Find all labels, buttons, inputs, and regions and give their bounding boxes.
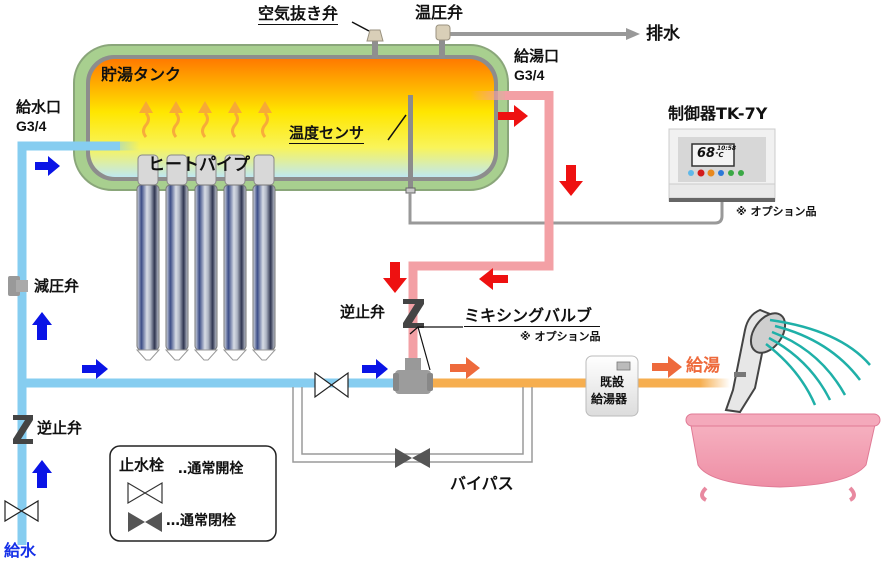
heat-pipes [135,154,277,361]
legend-box [109,445,277,542]
arrow-right-icon [652,356,682,378]
mixing-valve[interactable] [393,358,433,394]
hot-supply-label: 給湯 [686,356,720,376]
heat-pipe-1 [135,154,161,361]
arrow-up-icon [32,312,52,340]
tank-label: 貯湯タンク [101,65,182,84]
hot-water-pipe [408,91,554,362]
air-vent-valve-label: 空気抜き弁 [258,4,339,25]
arrow-up-icon [32,460,52,488]
existing-heater-label-line2: 給湯器 [591,392,628,406]
arrow-right-icon [35,156,60,176]
mixing-valve-pointer [409,326,463,371]
water-supply-label: 給水 [4,541,37,560]
drain-label: 排水 [646,24,680,44]
heat-pipe-4 [222,154,248,361]
pt-relief-valve-label: 温圧弁 [415,3,464,22]
legend-closed-valve-icon [128,512,162,532]
heat-arrow-1 [139,101,153,138]
bypass-label: バイパス [450,474,514,493]
pt-relief-valve [435,24,451,58]
air-vent-pointer [351,21,370,32]
arrow-down-icon [559,165,583,196]
arrow-down-icon [383,262,407,293]
open-stop-valve-main[interactable] [314,371,349,399]
controller-small-readout: 10:58 [717,145,737,152]
mixing-valve-label: ミキシングバルブ [464,308,601,327]
heat-arrow-3 [198,101,212,138]
sensor-cable [408,193,724,225]
controller-button[interactable] [688,170,694,176]
cold-inlet-size: G3/4 [16,118,47,134]
storage-tank [73,44,509,191]
bypass-line [292,387,533,463]
check-valve-hot [403,299,424,328]
air-vent-valve [366,29,384,58]
heat-arrow-5 [258,101,272,138]
shower-water-streams [765,318,871,406]
controller-button[interactable] [697,169,705,177]
heat-arrow-4 [228,101,242,138]
pressure-reducing-valve-label: 減圧弁 [34,277,80,295]
legend-closed-label: …通常閉栓 [166,513,236,529]
arrow-right-icon [450,357,480,379]
controller-device[interactable] [668,128,776,202]
mixing-valve-option-note: ※ オプション品 [520,330,601,343]
shower-head [724,308,787,414]
temperature-value: 68 [697,146,716,161]
drain-line [447,28,640,40]
legend-open-label: ‥通常開栓 [178,461,244,477]
check-valve-supply [13,415,33,444]
controller-label: 制御器TK-7Y [668,104,768,123]
controller-button[interactable] [728,170,734,176]
arrow-right-icon [498,105,528,127]
heat-rising-arrows [139,101,272,138]
arrow-right-icon [362,359,388,379]
check-valve-supply-label: 逆止弁 [37,419,83,437]
heat-pipe-label: ヒートパイプ [148,155,250,175]
mixed-water-pipe [420,378,730,388]
bathtub [685,413,881,502]
cold-flow-arrows [32,156,388,488]
arrow-left-icon [479,268,508,290]
temp-sensor-label: 温度センサ [289,124,365,144]
controller-button[interactable] [707,169,715,177]
hot-outlet-size: G3/4 [514,67,545,83]
heat-pipe-5 [251,154,277,361]
heat-pipe-3 [193,154,219,361]
open-stop-valve-supply[interactable] [4,499,39,523]
controller-button[interactable] [718,170,724,176]
arrow-right-icon [82,359,108,379]
controller-temperature-readout: 68℃ [697,147,724,160]
controller-option-note: ※ オプション品 [736,205,817,218]
temperature-unit: ℃ [715,151,724,159]
legend-title: 止水栓 [119,456,165,474]
cold-inlet-label: 給水口 [16,98,62,116]
closed-stop-valve-bypass[interactable] [395,448,430,468]
existing-heater-label-line1: 既設 [600,375,625,389]
check-valve-hot-label: 逆止弁 [340,303,386,321]
hot-outlet-label: 給湯口 [514,47,560,65]
pressure-reducing-valve [8,276,28,296]
temp-sensor-pointer [387,114,407,141]
mixed-flow-arrows [450,356,682,379]
heat-pipe-2 [164,154,190,361]
legend-open-valve-icon [127,481,163,505]
hot-flow-arrows [383,105,583,293]
heat-arrow-2 [169,101,183,138]
controller-button[interactable] [738,170,744,176]
existing-water-heater [585,355,639,417]
